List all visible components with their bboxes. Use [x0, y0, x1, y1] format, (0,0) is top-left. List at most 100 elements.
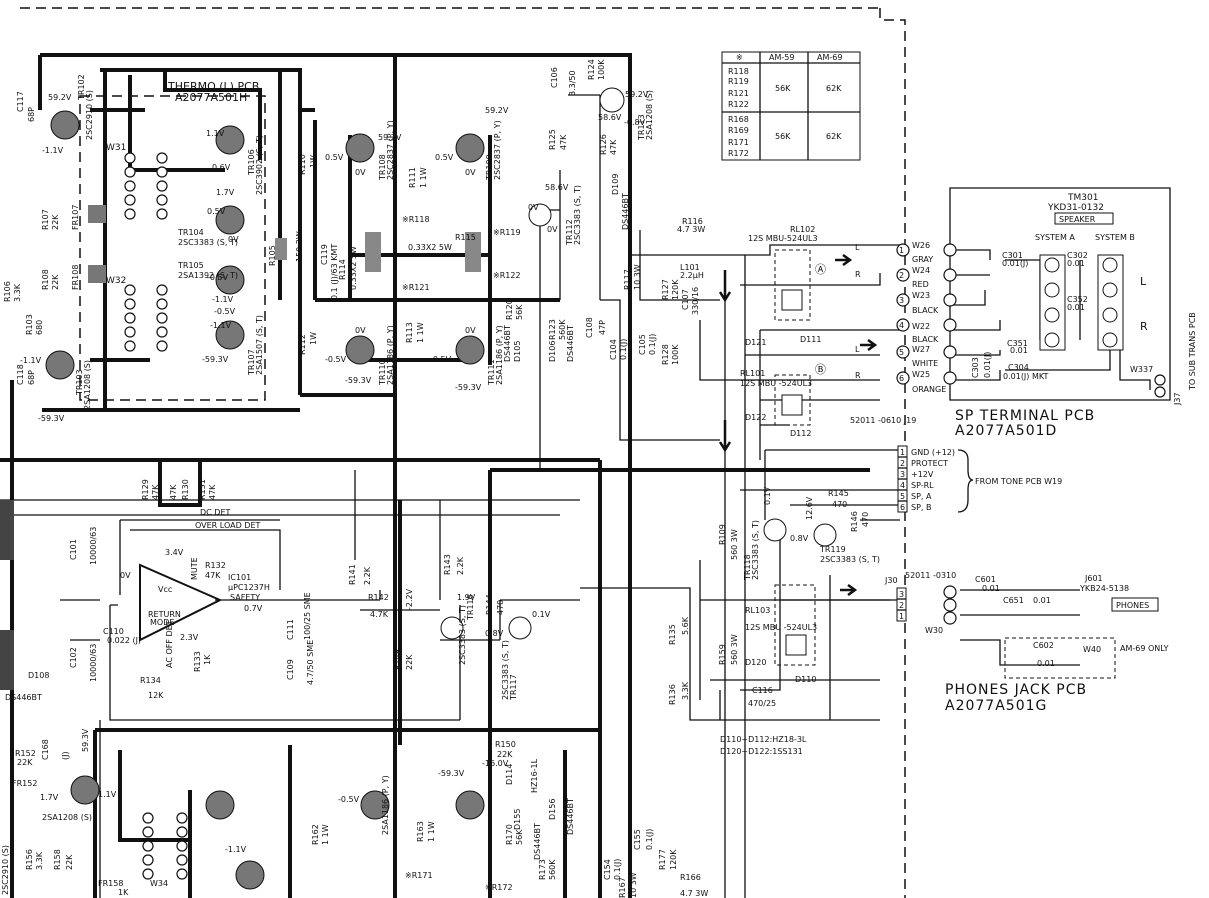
table-part: R171 [728, 138, 749, 147]
star-res: ※R119 [493, 228, 521, 237]
cap-label: C304 [1008, 363, 1029, 372]
tr-part: 2SC2910 (S) [85, 90, 94, 140]
voltage: 1.1V [206, 129, 225, 138]
res-ref: R163 [416, 821, 425, 842]
j601-part: YKB24-5138 [1079, 584, 1129, 593]
res-ref: R156 [25, 849, 34, 870]
voltage: -1.1V [212, 295, 234, 304]
voltage: 0.5V [435, 153, 454, 162]
res-val: 470 [496, 600, 505, 615]
cap-val: 0.01(J) [1002, 259, 1028, 268]
voltage: -0.5V [214, 307, 236, 316]
v-11: 1.1V [98, 790, 117, 799]
j601-label: J601 [1084, 574, 1103, 583]
res-ref: R166 [680, 873, 701, 882]
cap-ref: C102 [69, 647, 78, 668]
res-val: 47K [609, 139, 618, 155]
diode-ref: D109 [611, 174, 620, 195]
voltage: 0.6V [212, 163, 231, 172]
res-ref: R177 [658, 849, 667, 870]
j19-pins [896, 445, 908, 622]
res-val: 3.3K [13, 283, 22, 302]
diode-part: DS446BT [5, 693, 42, 702]
wire-ref: W27 [912, 345, 930, 354]
wire-ref: W26 [912, 241, 930, 250]
j19-pin-label: GND (+12) [911, 448, 955, 457]
res-val: 1W [309, 155, 318, 168]
tr-part: 2SA1208 (S) [645, 90, 654, 140]
res-val: 10 3W [629, 872, 638, 898]
tr-ref: TR103 [75, 369, 84, 396]
res-val: 120K [669, 849, 678, 870]
cap-val: 100/25 SME [303, 592, 312, 640]
res-ref: R107 [41, 209, 50, 230]
res-val: 3.3K [35, 851, 44, 870]
res-val: 680 [35, 320, 44, 335]
ch-r: R [855, 371, 861, 380]
table-header-am59: AM-59 [769, 53, 794, 62]
phones-pins [943, 585, 957, 625]
v-minus593: -59.3V [438, 769, 465, 778]
res-val: 150 2W [295, 231, 304, 262]
res-ref: R158 [53, 849, 62, 870]
ch-l: L [1140, 275, 1147, 288]
voltage: 0V [355, 326, 366, 335]
tr-ref: TR112 [565, 219, 574, 246]
res-ref: R141 [348, 564, 357, 585]
res-ref: R144 [485, 594, 494, 615]
diode-label: D122 [745, 413, 766, 422]
ic-mode: MODE [150, 618, 174, 627]
tr-part: 2SC2837 (P, Y) [493, 120, 502, 180]
j19-pin-num: 4 [900, 481, 905, 490]
cap-val: 330/16 [691, 287, 700, 315]
pin-num: 5 [899, 348, 904, 357]
j19-pin-num: 6 [900, 503, 905, 512]
phones-tag: PHONES [1116, 601, 1149, 610]
voltage: -59.3V [202, 355, 229, 364]
res-ref: R167 [618, 877, 627, 898]
voltage: 0V [547, 225, 558, 234]
res-val: 22K [65, 854, 74, 870]
table-val: 56K [775, 132, 791, 141]
tr151: 2SC2910 (S) [1, 845, 10, 895]
tr-part: 2SA1186 (P, Y) [495, 325, 504, 385]
tr150: 2SA1186 (P, Y) [381, 775, 390, 835]
note-2: D120~D122:1SS131 [720, 747, 803, 756]
spec-table [721, 51, 861, 161]
res-val: 1 1W [416, 322, 425, 343]
ch-r: R [1140, 320, 1148, 333]
res-val: 56K [515, 829, 524, 845]
tr-part: 2SC3383 (S, T) [501, 640, 510, 700]
v-minus22: -2.2V [405, 588, 414, 610]
voltage: 58.6V [598, 113, 622, 122]
thermo-title: THERMO (L) PCB [167, 80, 259, 93]
l101-ref: L101 [680, 263, 700, 272]
res-ref: R131 [198, 479, 207, 500]
thermo-pcb: A2077A501H [175, 91, 247, 104]
diode-part: DS446BT [566, 798, 575, 835]
table-val: 62K [826, 132, 842, 141]
res-ref: R123 [548, 319, 557, 340]
l101-val: 2.2μH [680, 271, 704, 280]
res-ref: R111 [408, 167, 417, 188]
j19-pin-num: 3 [900, 470, 905, 479]
res-val: 0.33X2 5W [408, 243, 452, 252]
res-ref: R112 [298, 334, 307, 355]
res-val: 47K [169, 484, 178, 500]
res-ref: R105 [268, 245, 277, 266]
res-val: 470 [861, 512, 870, 527]
tr-part: 2SA1507 (S, T) [255, 315, 264, 375]
res-val: 22K [497, 750, 513, 759]
table-part: R169 [728, 126, 749, 135]
tr153: 2SA1208 (S) [42, 813, 92, 822]
res-val: 56K [515, 304, 524, 320]
res-ref: R117 [623, 269, 632, 290]
fr158-val: 1K [118, 888, 129, 897]
phones-pin: 2 [899, 601, 904, 610]
res-val: 1K [203, 654, 212, 665]
j19-pin-num: 2 [900, 459, 905, 468]
voltage: 0.5V [325, 153, 344, 162]
res-ref: R150 [495, 740, 516, 749]
fr108: FR108 [71, 265, 80, 290]
j30-label: J30 [884, 576, 898, 585]
